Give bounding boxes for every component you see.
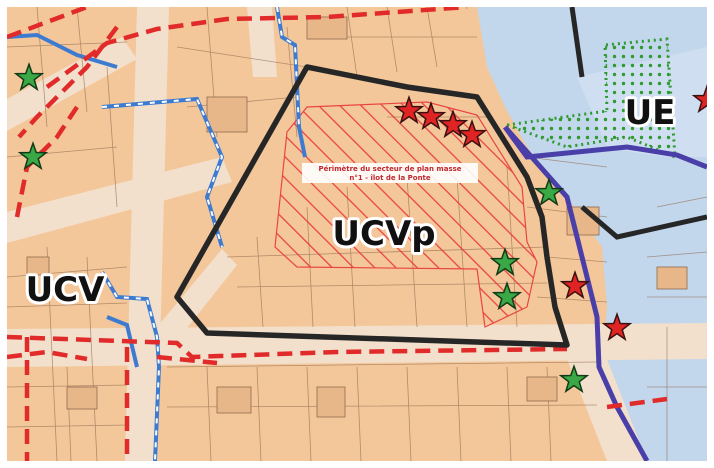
- zone-label-ue: UE: [625, 93, 676, 133]
- ucvp-hatched-area: [274, 101, 538, 328]
- cadastral-map[interactable]: Périmètre du secteur de plan masse n°1 -…: [7, 7, 707, 461]
- ucvp-perimeter: [174, 64, 570, 348]
- zone-label-ucv: UCV: [26, 270, 106, 310]
- callout-box: Périmètre du secteur de plan masse n°1 -…: [302, 163, 478, 183]
- water-outlines: [569, 7, 707, 240]
- ue-green-zone: [506, 37, 677, 160]
- callout-line-2: n°1 - îlot de la Ponte: [349, 174, 431, 182]
- map-view[interactable]: Périmètre du secteur de plan masse n°1 -…: [7, 7, 707, 461]
- zone-label-ucvp: UCVp: [332, 214, 435, 254]
- building-blocks: [26, 16, 688, 418]
- callout-line-1: Périmètre du secteur de plan masse: [318, 165, 461, 173]
